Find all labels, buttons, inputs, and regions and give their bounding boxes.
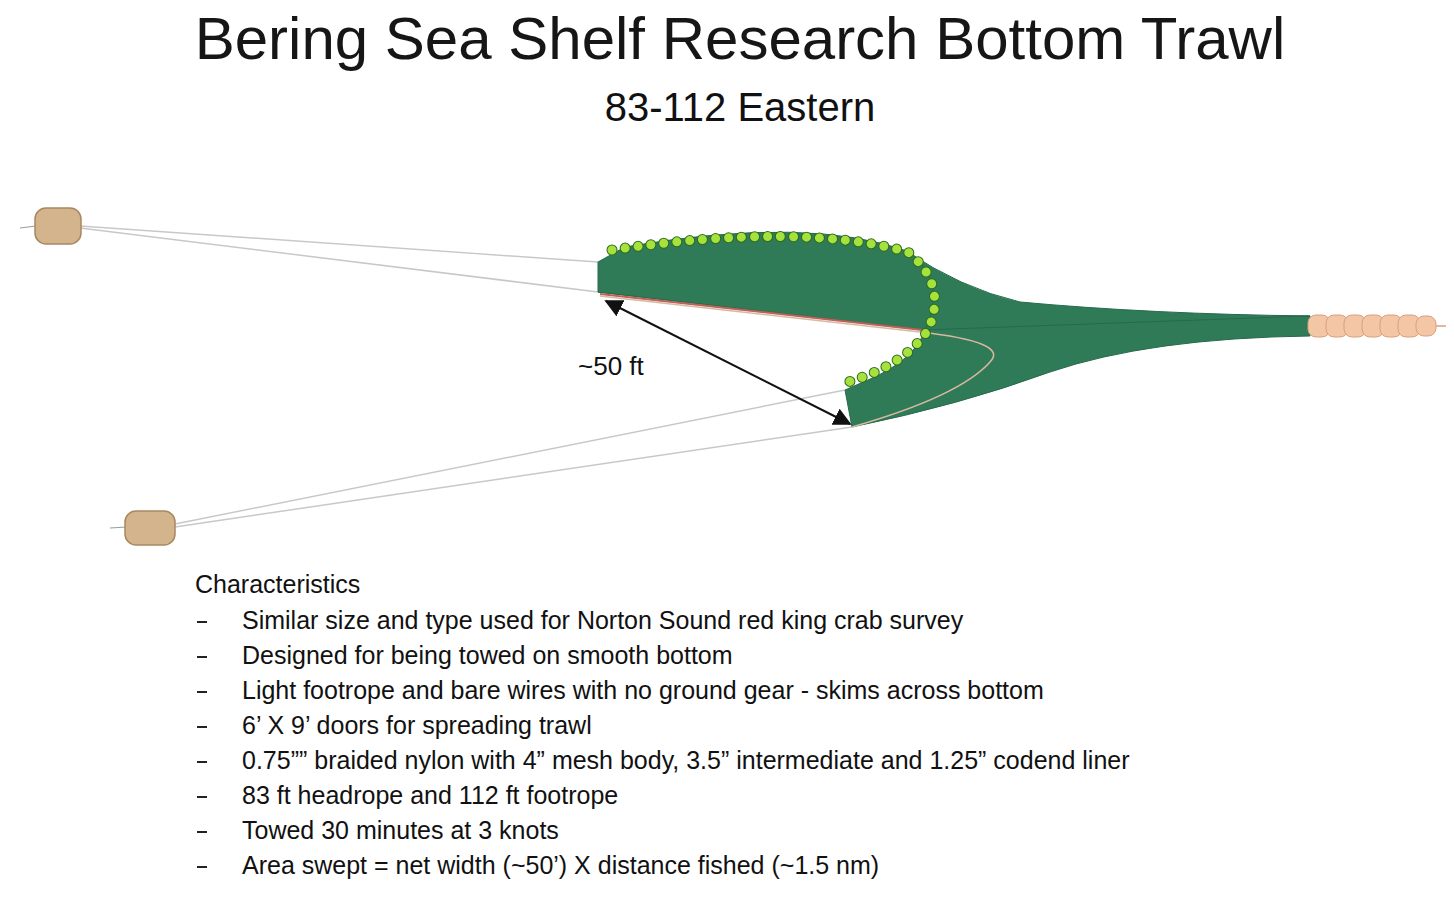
list-item: Similar size and type used for Norton So…: [242, 606, 963, 635]
dimension-label: ~50 ft: [578, 352, 644, 382]
bullet-dash: [197, 866, 207, 868]
bullet-dash: [197, 761, 207, 763]
list-item: Designed for being towed on smooth botto…: [242, 641, 733, 670]
list-item: 0.75”” braided nylon with 4” mesh body, …: [242, 746, 1130, 775]
trawl-door: [125, 511, 175, 545]
net-body: [598, 232, 1310, 427]
bullet-dash: [197, 656, 207, 658]
footrope: [600, 294, 922, 330]
list-item: Towed 30 minutes at 3 knots: [242, 816, 559, 845]
list-item: 83 ft headrope and 112 ft footrope: [242, 781, 618, 810]
codend: [1308, 315, 1436, 337]
trawl-door: [35, 208, 81, 244]
footrope: [600, 296, 994, 427]
headrope-floats: [612, 236, 935, 382]
bullet-dash: [197, 621, 207, 623]
bullet-dash: [197, 831, 207, 833]
list-item: Light footrope and bare wires with no gr…: [242, 676, 1044, 705]
headrope-floats: [612, 236, 935, 382]
bullet-dash: [197, 796, 207, 798]
list-heading: Characteristics: [195, 570, 360, 599]
bullet-dash: [197, 726, 207, 728]
list-item: 6’ X 9’ doors for spreading trawl: [242, 711, 592, 740]
title: Bering Sea Shelf Research Bottom Trawl: [195, 4, 1286, 73]
bullet-dash: [197, 691, 207, 693]
subtitle: 83-112 Eastern: [605, 84, 876, 130]
list-item: Area swept = net width (~50’) X distance…: [242, 851, 879, 880]
